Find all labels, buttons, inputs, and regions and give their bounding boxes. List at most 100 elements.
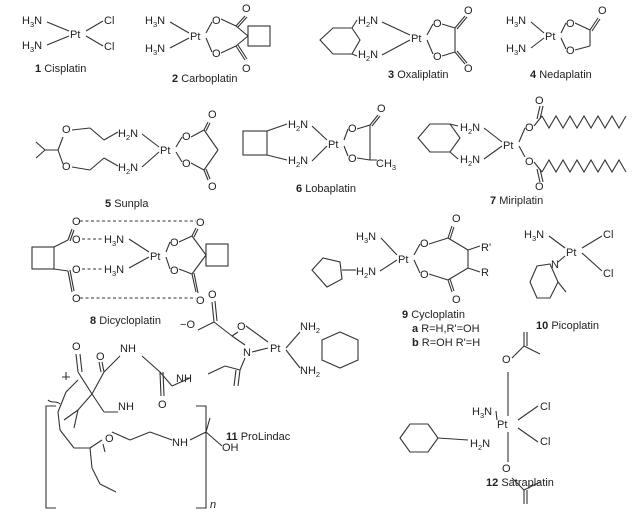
- svg-text:H2N: H2N: [356, 266, 376, 280]
- svg-text:NH2: NH2: [300, 365, 320, 379]
- svg-text:H3N: H3N: [145, 15, 165, 29]
- svg-text:O: O: [208, 289, 217, 301]
- svg-text:H2N: H2N: [358, 49, 378, 63]
- svg-text:H3N: H3N: [524, 229, 544, 243]
- svg-text:O: O: [242, 63, 251, 75]
- svg-text:O: O: [377, 103, 386, 115]
- svg-text:H2N: H2N: [288, 155, 308, 169]
- atom-pt: Pt: [70, 29, 80, 41]
- svg-text:O: O: [566, 18, 575, 30]
- svg-text:N: N: [243, 347, 251, 359]
- atom-cl-bottom: Cl: [104, 41, 114, 53]
- svg-text:Pt: Pt: [503, 140, 513, 152]
- svg-text:b R=OH R'=H: b R=OH R'=H: [412, 337, 480, 349]
- svg-text:Pt: Pt: [566, 247, 576, 259]
- svg-text:H3N: H3N: [506, 15, 526, 29]
- svg-text:O: O: [464, 5, 473, 17]
- svg-text:O: O: [170, 265, 179, 277]
- svg-text:H3N: H3N: [145, 43, 165, 57]
- svg-text:Cl: Cl: [603, 229, 613, 241]
- svg-text:H2N: H2N: [358, 15, 378, 29]
- svg-text:CH3: CH3: [376, 158, 396, 172]
- svg-text:H2N: H2N: [470, 438, 490, 452]
- svg-text:NH: NH: [118, 401, 134, 413]
- svg-text:H3N: H3N: [104, 234, 124, 248]
- svg-text:10 Picoplatin: 10 Picoplatin: [536, 320, 599, 332]
- structure-cycloplatin: H2N H3N Pt O O O O R' R 9 Cycloplatin a …: [311, 213, 491, 349]
- structure-dicycloplatin: O O O O H3N H3N Pt O O O O 8 Dicycloplat…: [31, 216, 229, 327]
- svg-text:O: O: [158, 399, 167, 411]
- svg-text:O: O: [433, 18, 442, 30]
- svg-text:O: O: [182, 158, 191, 170]
- svg-text:NH: NH: [120, 343, 136, 355]
- svg-text:O: O: [62, 124, 71, 136]
- svg-text:8 Dicycloplatin: 8 Dicycloplatin: [90, 315, 161, 327]
- svg-text:O: O: [420, 238, 429, 250]
- svg-text:O: O: [96, 351, 105, 363]
- svg-text:O: O: [348, 123, 357, 135]
- svg-text:O: O: [502, 463, 511, 475]
- svg-text:O: O: [598, 5, 607, 17]
- svg-text:R: R: [481, 267, 489, 279]
- bracket-right: [196, 405, 207, 509]
- structure-carboplatin: H3N H3N Pt O O O O 2 Carboplatin: [145, 3, 271, 85]
- svg-text:O: O: [566, 45, 575, 57]
- svg-text:a R=H,R'=OH: a R=H,R'=OH: [412, 323, 480, 335]
- svg-text:O: O: [242, 3, 251, 15]
- svg-text:O: O: [212, 15, 221, 27]
- svg-text:O: O: [212, 48, 221, 60]
- svg-text:O: O: [196, 295, 205, 307]
- caption-1: 1 Cisplatin: [35, 63, 86, 75]
- svg-text:O: O: [72, 216, 81, 228]
- svg-text:H2N: H2N: [460, 154, 480, 168]
- svg-text:Pt: Pt: [497, 419, 507, 431]
- svg-text:O: O: [420, 269, 429, 281]
- svg-text:Pt: Pt: [545, 31, 555, 43]
- svg-text:H2N: H2N: [118, 128, 138, 142]
- svg-text:O: O: [72, 341, 81, 353]
- svg-text:9 Cycloplatin: 9 Cycloplatin: [402, 309, 465, 321]
- svg-text:NH: NH: [172, 437, 188, 449]
- svg-text:Pt: Pt: [160, 145, 170, 157]
- svg-text:O: O: [196, 217, 205, 229]
- svg-text:O: O: [182, 131, 191, 143]
- structure-miriplatin: H2N H2N Pt O O O O 7 Miriplatin: [417, 95, 627, 207]
- svg-text:H2N: H2N: [118, 162, 138, 176]
- svg-text:12 Satraplatin: 12 Satraplatin: [486, 477, 554, 489]
- svg-text:O: O: [433, 51, 442, 63]
- svg-text:O: O: [72, 234, 81, 246]
- svg-text:H2N: H2N: [460, 122, 480, 136]
- structure-prolindac: O −O O N Pt NH2 NH2 NH NH O O NH O O H N…: [45, 289, 359, 511]
- svg-text:NH2: NH2: [300, 321, 320, 335]
- svg-text:Pt: Pt: [150, 251, 160, 263]
- svg-text:H2N: H2N: [288, 119, 308, 133]
- atom-cl-top: Cl: [104, 15, 114, 27]
- svg-text:n: n: [210, 499, 216, 511]
- svg-text:N: N: [551, 259, 559, 271]
- svg-text:Pt: Pt: [190, 31, 200, 43]
- svg-text:Cl: Cl: [540, 436, 550, 448]
- structure-picoplatin: H3N Pt Cl Cl N 10 Picoplatin: [524, 229, 613, 332]
- svg-text:2 Carboplatin: 2 Carboplatin: [172, 73, 237, 85]
- structure-oxaliplatin: H2N H2N Pt O O O O 3 Oxaliplatin: [319, 5, 473, 81]
- svg-text:O: O: [348, 153, 357, 165]
- svg-text:Pt: Pt: [328, 139, 338, 151]
- structure-cisplatin: H23N H3N Pt Cl Cl 1 Cisplatin: [22, 15, 114, 75]
- svg-text:H3N: H3N: [472, 406, 492, 420]
- svg-text:3 Oxaliplatin: 3 Oxaliplatin: [388, 69, 449, 81]
- structure-lobaplatin: H2N H2N Pt O O O CH3 6 Lobaplatin: [242, 103, 396, 195]
- svg-text:O: O: [72, 293, 81, 305]
- svg-text:O: O: [502, 354, 511, 366]
- svg-text:Pt: Pt: [398, 254, 408, 266]
- svg-text:O: O: [237, 321, 246, 333]
- svg-text:6 Lobaplatin: 6 Lobaplatin: [296, 183, 356, 195]
- svg-text:O: O: [170, 237, 179, 249]
- svg-text:5 Sunpla: 5 Sunpla: [105, 198, 149, 210]
- svg-text:O: O: [452, 294, 461, 306]
- svg-text:Pt: Pt: [270, 343, 280, 355]
- structure-sunpla: O O H2N H2N Pt O O O O 5 Sunpla: [35, 109, 219, 210]
- atom-h3n-top: H23N: [22, 15, 42, 29]
- structure-nedaplatin: H3N H3N Pt O O O 4 Nedaplatin: [506, 5, 607, 81]
- svg-text:Cl: Cl: [603, 268, 613, 280]
- svg-text:7 Miriplatin: 7 Miriplatin: [490, 195, 543, 207]
